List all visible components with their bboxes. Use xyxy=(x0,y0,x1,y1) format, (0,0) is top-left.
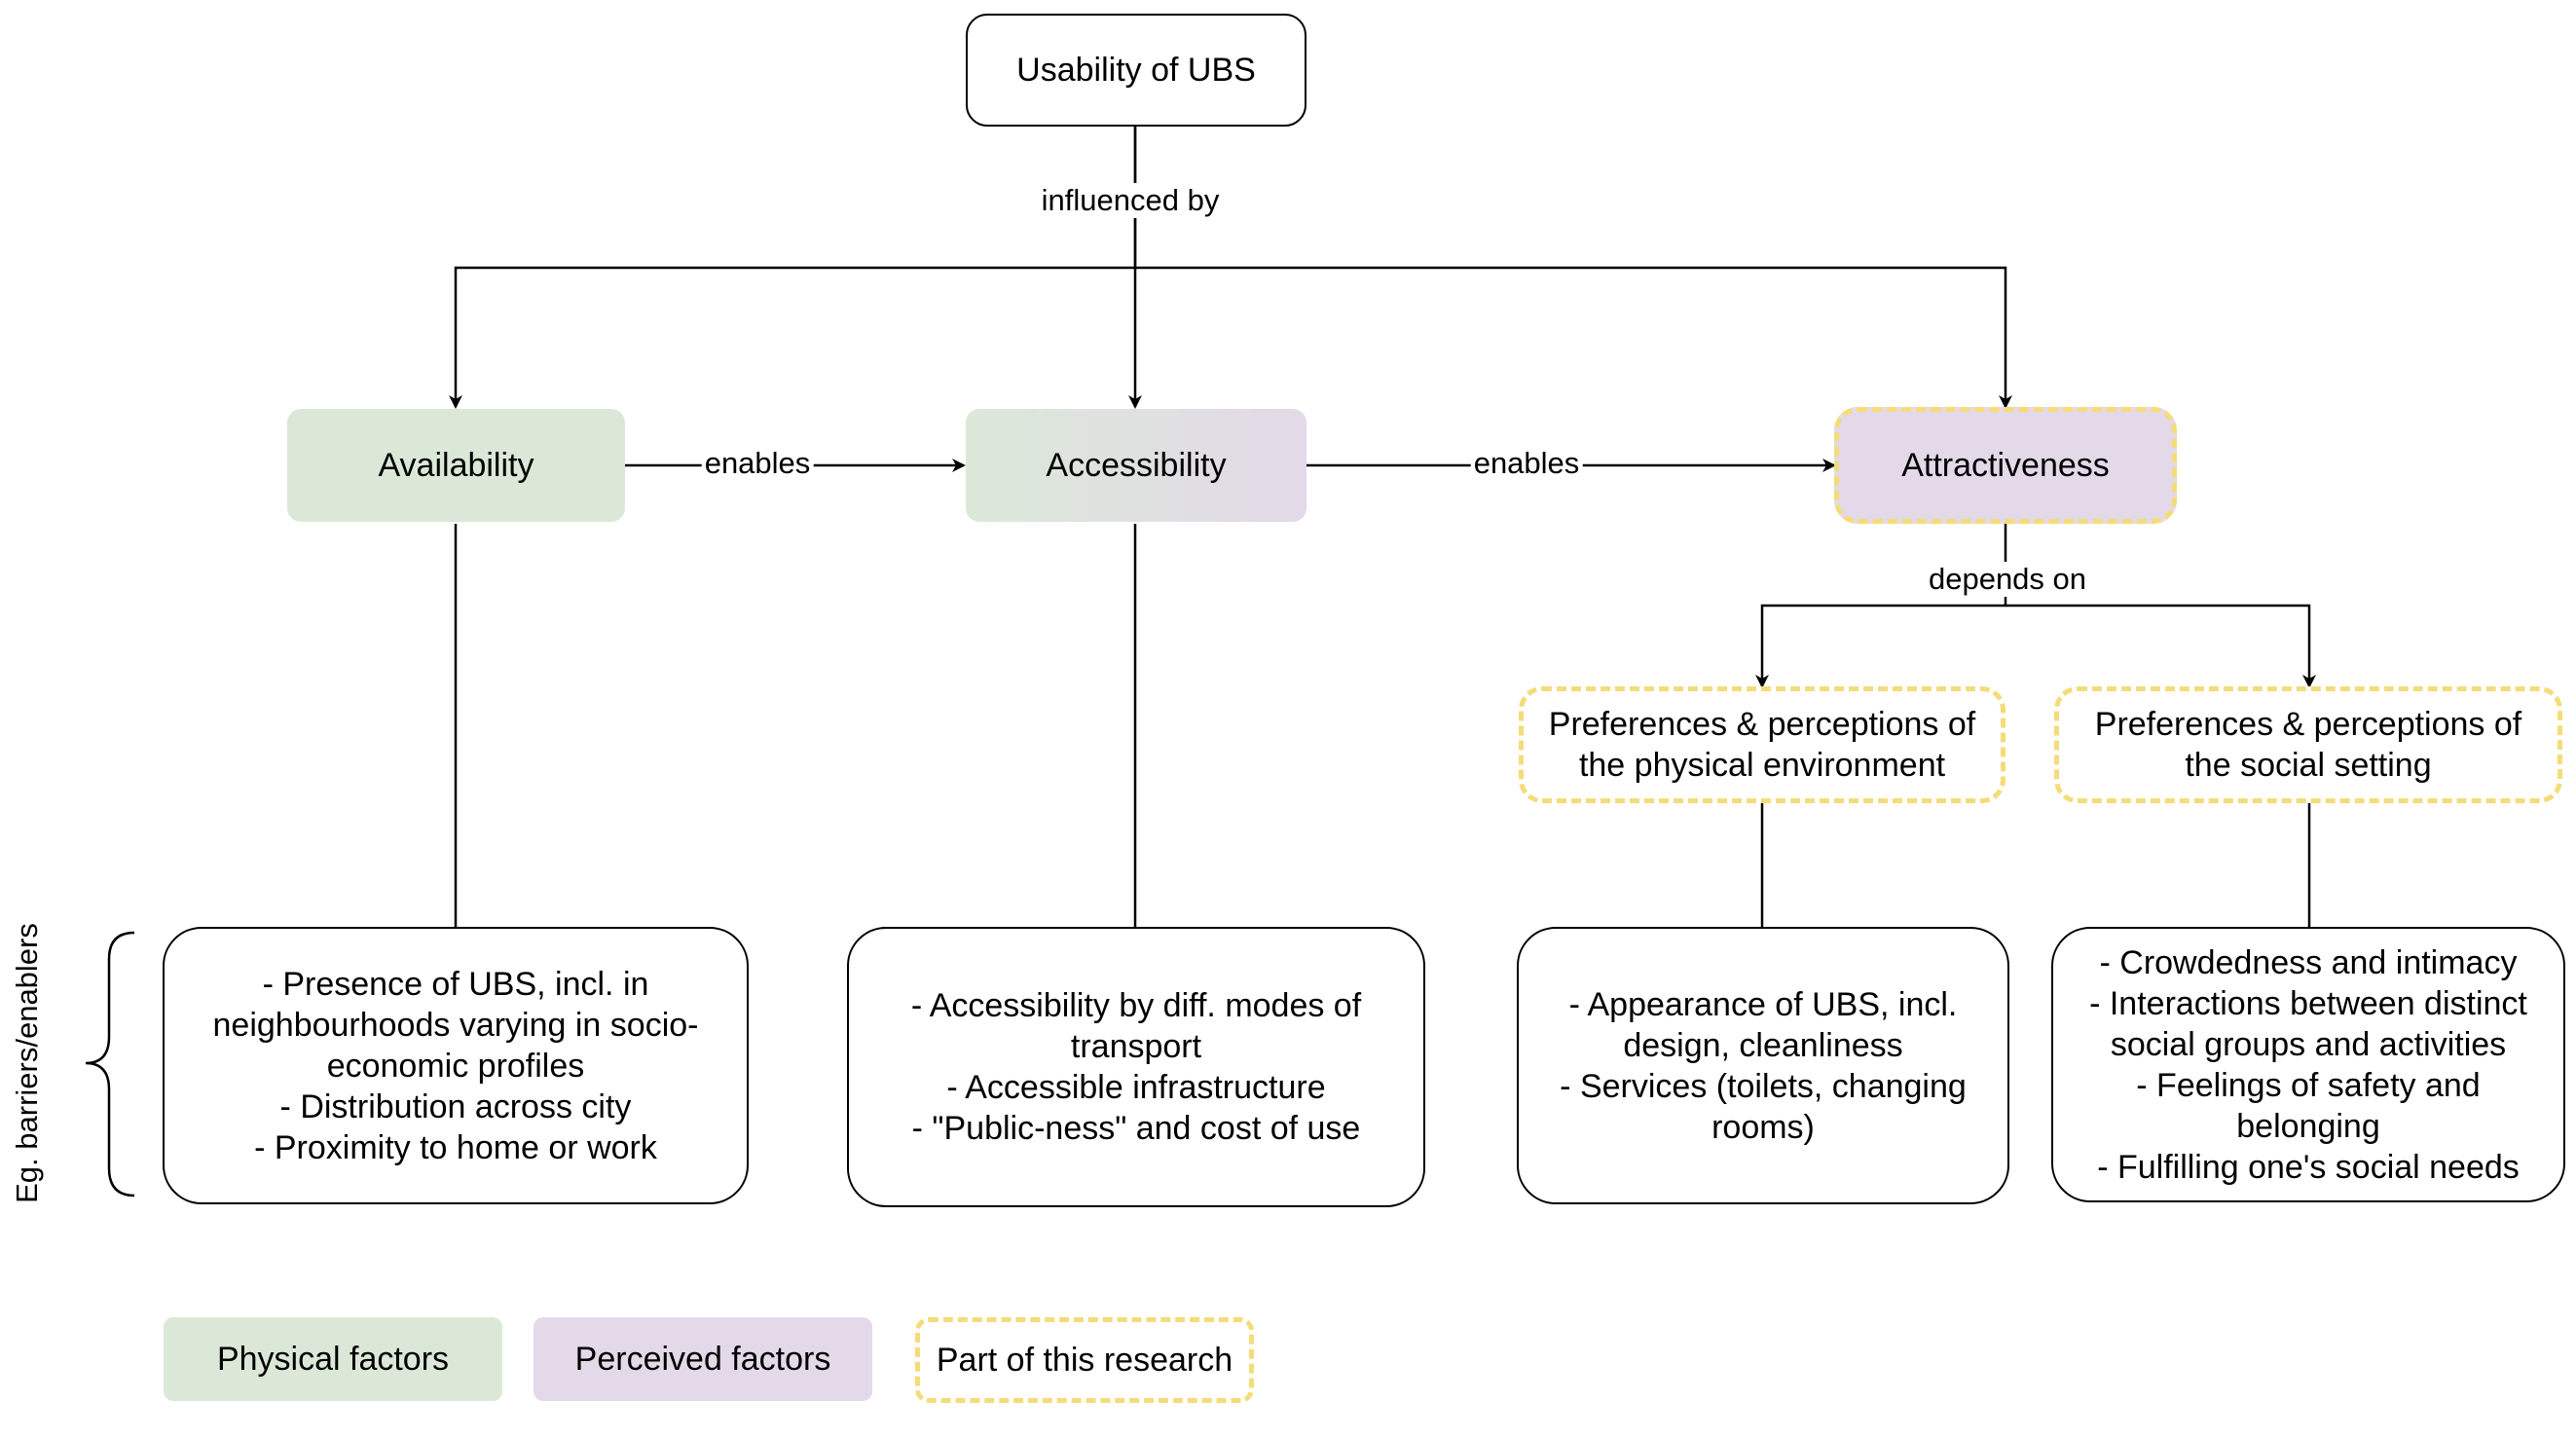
legend-research: Part of this research xyxy=(915,1317,1254,1403)
edge-label-enables-1: enables xyxy=(701,446,814,481)
legend-perceived: Perceived factors xyxy=(534,1317,872,1401)
legend-physical: Physical factors xyxy=(164,1317,502,1401)
side-label-barriers-enablers: Eg. barriers/enablers xyxy=(10,923,44,1203)
edge-label-enables-2: enables xyxy=(1470,446,1583,481)
detail-social: - Crowdedness and intimacy - Interaction… xyxy=(2051,927,2565,1202)
detail-social-text: - Crowdedness and intimacy - Interaction… xyxy=(2089,943,2527,1186)
node-accessibility-label: Accessibility xyxy=(1046,447,1227,484)
detail-physical: - Appearance of UBS, incl. design, clean… xyxy=(1517,927,2009,1204)
node-availability-label: Availability xyxy=(378,447,534,484)
node-pref-social: Preferences & perceptions of the social … xyxy=(2054,686,2562,803)
brace xyxy=(85,931,135,1198)
node-attractiveness-label: Attractiveness xyxy=(1901,447,2110,484)
edge-attractiveness-to-pref-social xyxy=(2006,604,2316,688)
edge-label-influenced-by: influenced by xyxy=(1038,183,1223,218)
edge-top-to-attractiveness xyxy=(1135,266,2012,409)
legend-research-label: Part of this research xyxy=(936,1342,1233,1379)
node-attractiveness: Attractiveness xyxy=(1834,407,2177,524)
detail-physical-text: - Appearance of UBS, incl. design, clean… xyxy=(1560,985,1967,1146)
node-usability: Usability of UBS xyxy=(966,14,1306,127)
node-accessibility: Accessibility xyxy=(966,409,1306,522)
legend-perceived-label: Perceived factors xyxy=(574,1341,831,1378)
node-pref-physical-label: Preferences & perceptions of the physica… xyxy=(1548,706,1976,784)
detail-availability: - Presence of UBS, incl. in neighbourhoo… xyxy=(163,927,749,1204)
node-availability: Availability xyxy=(287,409,625,522)
detail-accessibility-text: - Accessibility by diff. modes of transp… xyxy=(910,987,1362,1147)
edge-label-depends-on: depends on xyxy=(1925,562,2090,597)
node-pref-social-label: Preferences & perceptions of the social … xyxy=(2094,706,2522,784)
node-pref-physical: Preferences & perceptions of the physica… xyxy=(1519,686,2006,803)
edge-attractiveness-to-pref-physical xyxy=(1755,524,2007,688)
legend-physical-label: Physical factors xyxy=(216,1341,450,1378)
detail-availability-text: - Presence of UBS, incl. in neighbourhoo… xyxy=(212,965,699,1166)
edge-top-to-availability xyxy=(449,125,1137,409)
node-usability-label: Usability of UBS xyxy=(1016,52,1256,89)
detail-accessibility: - Accessibility by diff. modes of transp… xyxy=(847,927,1425,1207)
